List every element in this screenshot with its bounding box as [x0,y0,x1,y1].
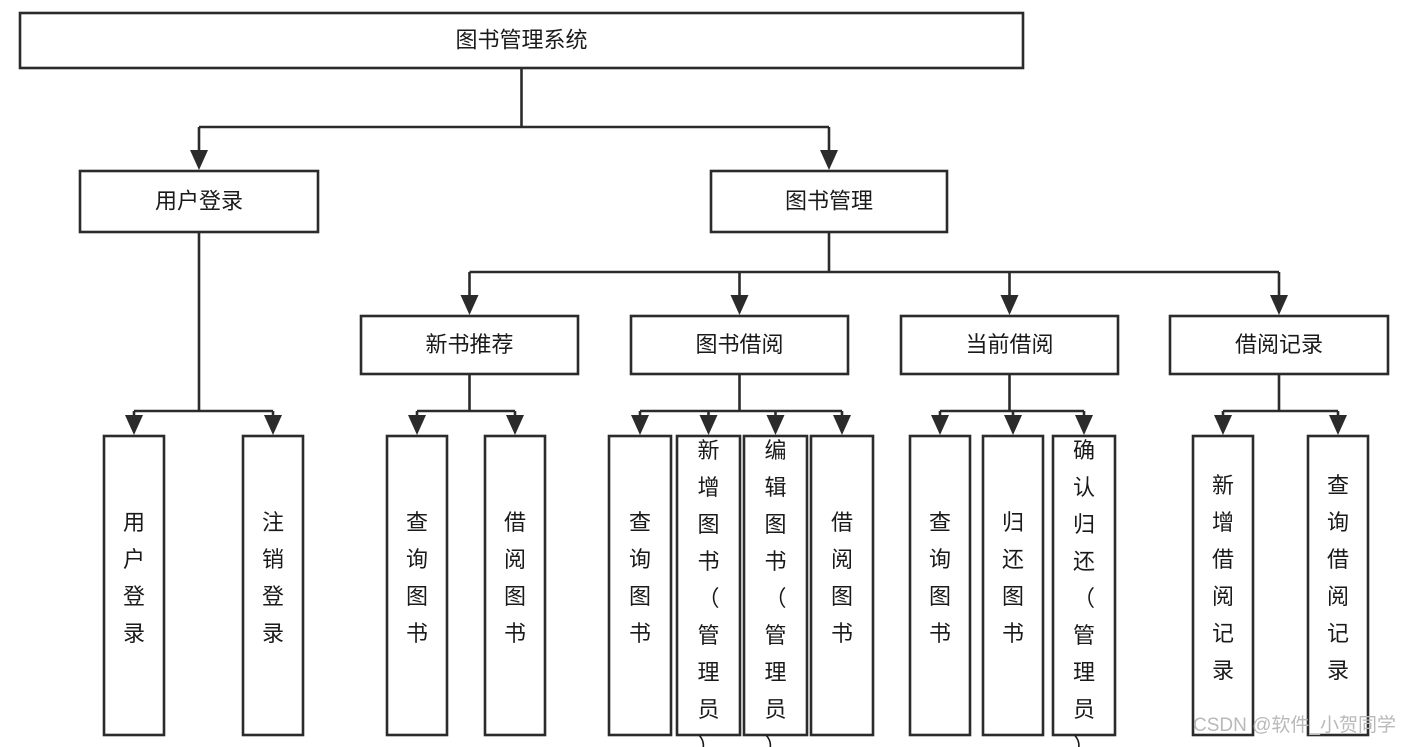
node-leaf-edit-book[interactable]: 编辑图书（管理员） [742,434,809,747]
connector-book-management-to-level3 [460,232,1288,315]
connector-arrowhead-icon [125,415,143,435]
node-leaf-confirm-return-label: 确认归还（管理员） [1073,438,1095,747]
node-leaf-confirm-return-box[interactable] [1051,434,1117,737]
node-leaf-query-book-borrow[interactable]: 查询图书 [607,434,673,737]
connector-arrowhead-icon [1000,295,1019,315]
node-current-borrow-label: 当前借阅 [965,332,1053,357]
connector-arrowhead-icon [408,415,426,435]
node-leaf-confirm-return[interactable]: 确认归还（管理员） [1051,434,1117,747]
node-book-borrow[interactable]: 图书借阅 [629,314,850,376]
node-leaf-borrow-book-recommend-label: 借阅图书 [504,510,526,646]
node-leaf-add-book[interactable]: 新增图书（管理员） [675,434,742,747]
connector-arrowhead-icon [820,150,838,170]
node-leaf-user-login-box[interactable] [102,434,166,737]
node-book-management-box[interactable] [709,169,949,234]
connector-arrowhead-icon [506,415,524,435]
node-leaf-add-borrow-record-box[interactable] [1191,434,1255,737]
node-leaf-query-book-recommend-box[interactable] [385,434,449,737]
connector-root-to-level2 [190,68,838,170]
node-leaf-query-book-recommend-label: 查询图书 [406,510,428,646]
node-root-box[interactable] [18,11,1025,70]
node-leaf-edit-book-box[interactable] [742,434,809,737]
node-layer: 图书管理系统用户登录图书管理新书推荐图书借阅当前借阅借阅记录用户登录注销登录查询… [18,11,1390,747]
node-borrow-record-label: 借阅记录 [1235,332,1323,357]
connector-arrowhead-icon [460,295,479,315]
node-leaf-add-borrow-record-label: 新增借阅记录 [1212,473,1234,683]
node-current-borrow-box[interactable] [899,314,1120,376]
node-borrow-record[interactable]: 借阅记录 [1168,314,1390,376]
node-user-login-label: 用户登录 [155,188,243,213]
node-leaf-query-book-current[interactable]: 查询图书 [908,434,972,737]
connector-current-borrow-to-leaves [931,374,1093,435]
node-root-label: 图书管理系统 [455,27,587,52]
connector-arrowhead-icon [1214,415,1232,435]
connector-arrowhead-icon [699,415,718,435]
node-leaf-query-book-current-label: 查询图书 [929,510,951,646]
node-leaf-query-book-recommend[interactable]: 查询图书 [385,434,449,737]
node-leaf-query-book-borrow-label: 查询图书 [629,510,651,646]
connector-arrowhead-icon [730,295,749,315]
node-leaf-borrow-book-label: 借阅图书 [831,510,853,646]
node-leaf-add-borrow-record[interactable]: 新增借阅记录 [1191,434,1255,737]
connector-new-book-recommend-to-leaves [408,374,524,435]
node-current-borrow[interactable]: 当前借阅 [899,314,1120,376]
node-leaf-borrow-book-recommend-box[interactable] [483,434,547,737]
node-leaf-logout-login-box[interactable] [241,434,305,737]
connector-arrowhead-icon [1329,415,1347,435]
node-user-login[interactable]: 用户登录 [78,169,320,234]
node-new-book-recommend[interactable]: 新书推荐 [359,314,580,376]
node-leaf-add-book-box[interactable] [675,434,742,737]
connector-arrowhead-icon [264,415,282,435]
connector-arrowhead-icon [931,415,949,435]
node-leaf-edit-book-label: 编辑图书（管理员） [764,438,786,747]
connector-user-login-to-leaves [125,232,282,435]
node-leaf-user-login[interactable]: 用户登录 [102,434,166,737]
node-leaf-query-book-borrow-box[interactable] [607,434,673,737]
csdn-watermark: CSDN @软件_小贺同学 [1193,714,1396,736]
node-book-borrow-label: 图书借阅 [695,332,783,357]
node-book-management[interactable]: 图书管理 [709,169,949,234]
node-book-borrow-box[interactable] [629,314,850,376]
connector-arrowhead-icon [631,415,649,435]
node-leaf-query-book-current-box[interactable] [908,434,972,737]
connector-arrowhead-icon [190,150,208,170]
node-leaf-return-book-label: 归还图书 [1002,510,1024,646]
node-leaf-return-book[interactable]: 归还图书 [981,434,1045,737]
node-leaf-borrow-book-recommend[interactable]: 借阅图书 [483,434,547,737]
node-leaf-borrow-book[interactable]: 借阅图书 [809,434,875,737]
node-leaf-borrow-book-box[interactable] [809,434,875,737]
node-user-login-box[interactable] [78,169,320,234]
connector-arrowhead-icon [1075,415,1093,435]
node-borrow-record-box[interactable] [1168,314,1390,376]
node-new-book-recommend-box[interactable] [359,314,580,376]
node-leaf-query-borrow-record-label: 查询借阅记录 [1327,473,1349,683]
node-new-book-recommend-label: 新书推荐 [425,332,513,357]
connector-arrowhead-icon [1004,415,1022,435]
node-leaf-add-book-label: 新增图书（管理员） [697,438,719,747]
node-leaf-query-borrow-record[interactable]: 查询借阅记录 [1306,434,1370,737]
connector-layer [125,68,1347,435]
node-leaf-return-book-box[interactable] [981,434,1045,737]
node-book-management-label: 图书管理 [785,188,873,213]
connector-book-borrow-to-leaves [631,374,851,435]
node-leaf-logout-login-label: 注销登录 [262,510,284,646]
connector-arrowhead-icon [766,415,785,435]
connector-borrow-record-to-leaves [1214,374,1347,435]
node-leaf-user-login-label: 用户登录 [123,510,145,646]
node-root[interactable]: 图书管理系统 [18,11,1025,70]
node-leaf-query-borrow-record-box[interactable] [1306,434,1370,737]
connector-arrowhead-icon [1270,295,1288,315]
node-leaf-logout-login[interactable]: 注销登录 [241,434,305,737]
connector-arrowhead-icon [833,415,851,435]
